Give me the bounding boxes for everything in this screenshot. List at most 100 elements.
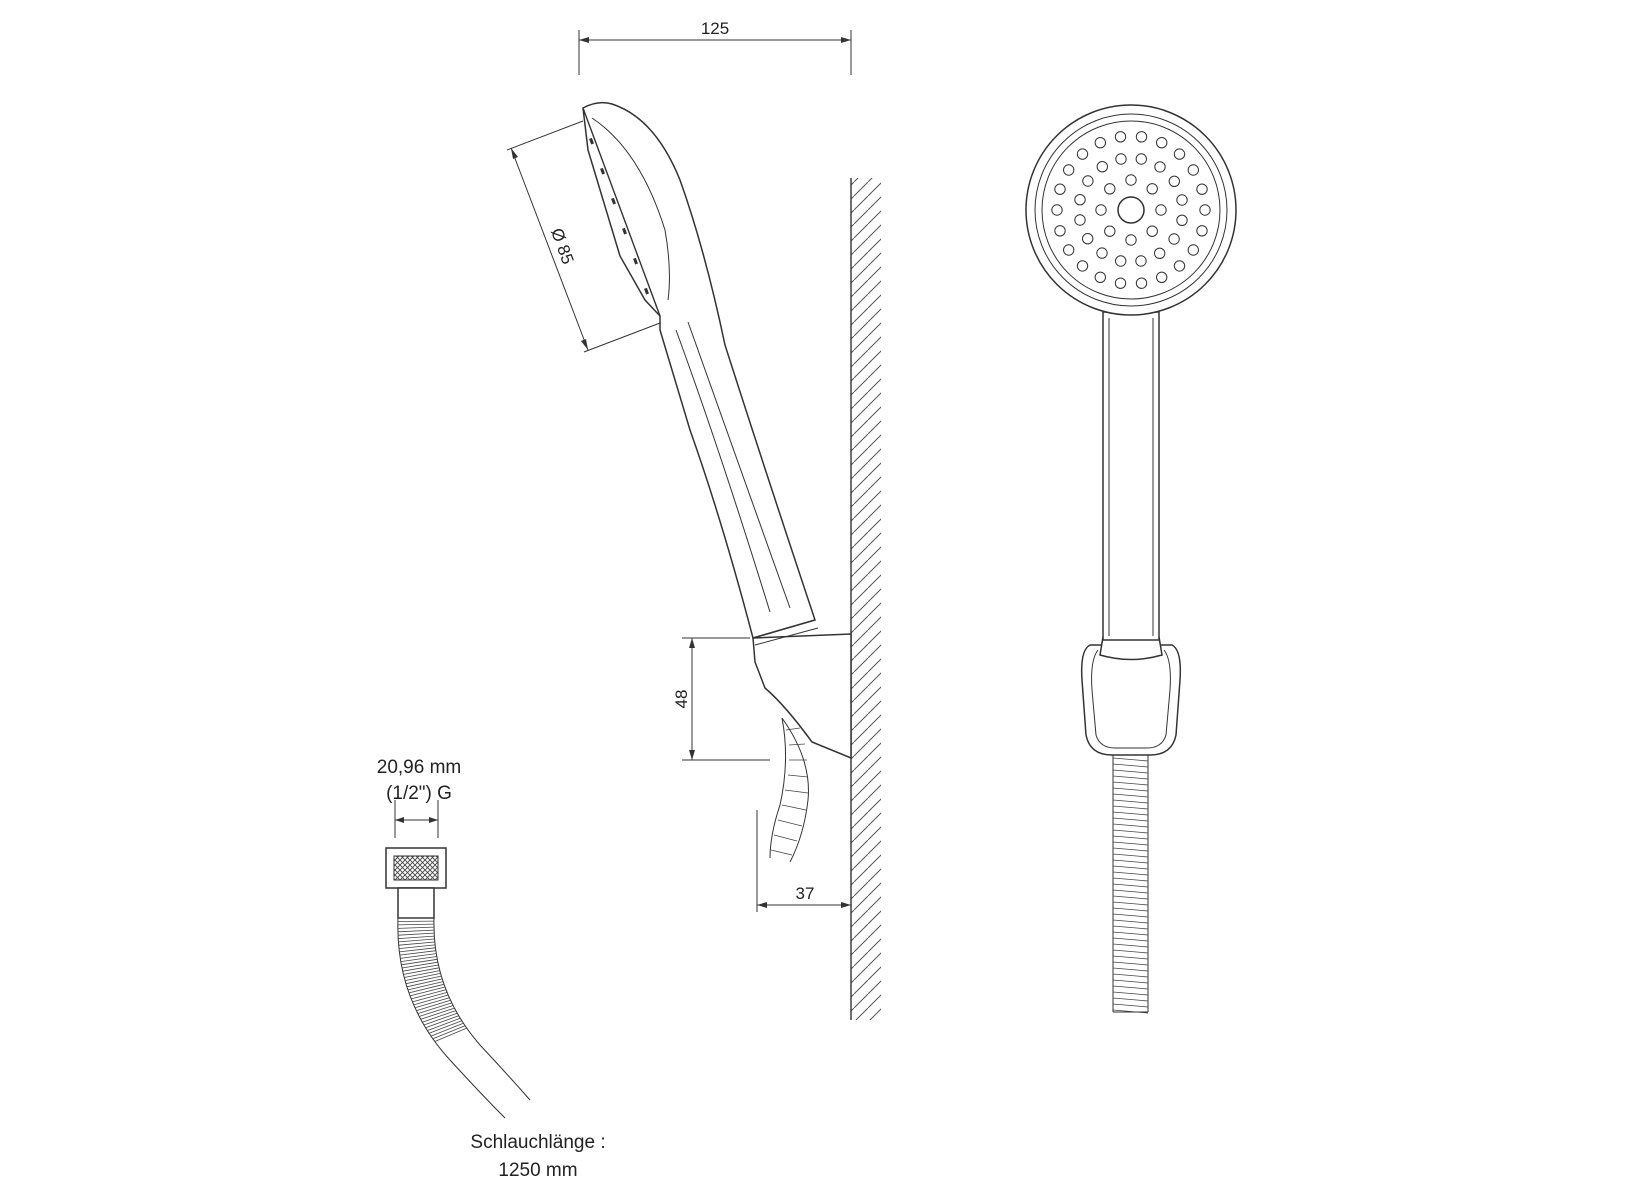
spray-nozzle [1199,204,1211,216]
spray-nozzle [1063,164,1075,176]
spray-nozzle [1063,244,1075,256]
spray-center [1117,196,1145,224]
hose-rib [398,941,435,946]
dimension-holder-height-label: 48 [672,690,691,709]
hose-rib [1112,925,1149,930]
spray-face-inner [1041,120,1221,300]
hose-rib [1112,883,1149,888]
hose-rib [1112,871,1149,876]
dimension-width: 125 [578,19,852,75]
hose-rib [400,956,437,962]
handset-body-side [582,101,816,639]
spray-nozzle [1114,131,1127,143]
hose-rib [403,967,440,975]
hose-rib [397,929,435,933]
hose-rib [1112,811,1149,816]
spray-nozzle [1146,225,1158,237]
hose-rib [1112,901,1149,906]
hose-rib [1112,973,1149,978]
hose-rib [1112,853,1149,858]
hose-rib [398,935,435,939]
spray-nozzle [1135,153,1148,165]
hose-rib [427,1017,461,1031]
hose-rib [1112,769,1149,774]
dimension-width-label: 125 [701,19,729,38]
hose-stub-ribs [770,727,809,856]
spray-nozzle [1104,225,1116,237]
connector-size-label: 20,96 mm [377,757,461,778]
spray-nozzle [1146,183,1158,195]
hose-rib [1112,865,1149,870]
hose-rib [1112,757,1149,762]
hose-rib [1112,949,1149,954]
dimension-wall-offset: 37 [756,810,851,912]
hose-rib [404,970,440,978]
hose-rib [1112,835,1149,840]
hose-rib [1112,937,1149,942]
spray-nozzle [1187,164,1200,176]
spray-nozzle [1168,233,1180,245]
hose-front [1112,712,1149,1014]
hose-rib [406,978,443,988]
spray-nozzle [1094,271,1107,283]
spray-nozzle [1115,255,1127,267]
hose-with-connector [385,800,531,1119]
hose-rib [399,950,436,956]
spray-nozzle [1074,194,1086,206]
spray-nozzle [1096,247,1108,259]
hose-rib [398,944,436,949]
spray-nozzle [1082,233,1094,245]
hose-rib [414,997,450,1009]
hose-rib [422,1010,456,1023]
spray-nozzle [1154,161,1166,173]
hose-rib [1112,907,1149,912]
hose-rib [432,1025,466,1040]
spray-nozzle [1115,153,1127,165]
spray-nozzle [1168,175,1181,188]
wall [850,178,881,1020]
wall-holder-side [752,633,852,760]
spray-nozzle [1074,214,1086,226]
hose-rib [1112,805,1149,810]
hose-rib [1112,787,1149,792]
spray-nozzle [1176,214,1188,227]
connector-label: 20,96 mm (1/2") G [377,757,461,804]
hose-rib [1112,931,1149,936]
hose-rib [1112,889,1149,894]
hose-rib [401,961,438,969]
hose-rib [425,1015,459,1029]
hose-rib [1112,841,1149,846]
hose-rib [409,986,446,997]
handle-front [1102,311,1160,641]
hose-rib [1112,991,1149,996]
spray-nozzle [1155,204,1167,216]
spray-nozzle [1196,183,1208,195]
shower-head-side-view [582,101,852,863]
hose-rib [1112,967,1149,972]
hose-rib [434,1027,467,1042]
hose-rib [398,938,435,943]
spray-nozzles-front [1051,131,1211,289]
spray-nozzle [1135,277,1148,289]
spray-nozzle [1095,204,1107,216]
hose-rib [397,923,434,926]
spray-nozzle [1094,137,1107,149]
wall-holder-front [1080,644,1182,756]
hose-rib [419,1005,454,1017]
spray-nozzle [1154,247,1166,260]
hose-rib [420,1007,455,1020]
spray-nozzles-side [589,137,649,295]
hose-rib [1112,919,1149,924]
hose-outer-right [433,917,531,1101]
spray-nozzle [1114,277,1127,289]
hose-rib [402,964,439,972]
connector-thread-label: (1/2") G [386,783,452,804]
spray-nozzle [1156,271,1168,283]
hose-rib [397,932,435,936]
hose-rib [405,975,442,985]
hose-rib [404,973,441,981]
hose-rib [1112,847,1149,852]
spray-nozzle [1096,161,1109,173]
hose-rib [1112,829,1149,834]
hose-rib [1112,997,1149,1002]
